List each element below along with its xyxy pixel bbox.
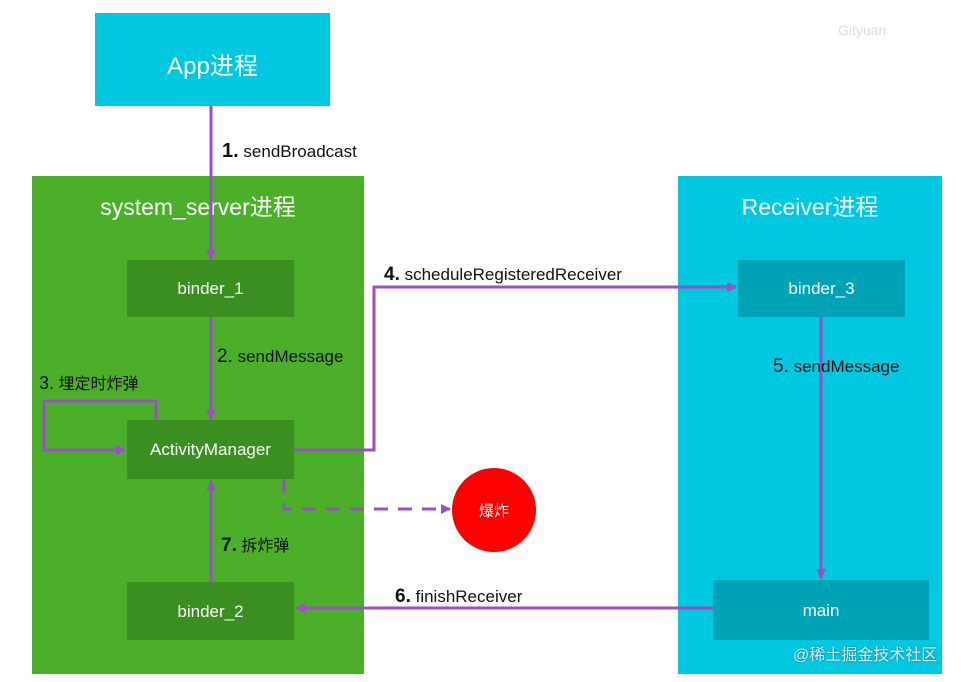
receiver-process-label: Receiver进程	[741, 194, 879, 220]
step-4-number: 4.	[384, 264, 400, 285]
main-box	[713, 580, 929, 640]
binder-3-box	[738, 260, 905, 317]
explosion-circle	[452, 468, 536, 552]
binder-2-box	[127, 582, 294, 640]
step-5-label: 5. sendMessage	[773, 356, 899, 378]
app-process-box	[95, 13, 330, 106]
system-server-process-label: system_server进程	[100, 194, 296, 220]
step-2-text: sendMessage	[237, 347, 344, 366]
step-3-number: 3.	[39, 373, 55, 393]
arrow-set-timer-bomb	[42, 399, 158, 455]
step-2-number: 2.	[217, 346, 233, 367]
watermark-juejin: @稀土掘金技术社区	[793, 647, 938, 664]
step-6-number: 6.	[395, 586, 411, 607]
step-6-text: finishReceiver	[415, 587, 523, 606]
explosion-label: 爆炸	[478, 503, 509, 520]
main-label: main	[802, 601, 840, 620]
binder-2-label: binder_2	[177, 602, 244, 621]
step-2-label: 2. sendMessage	[217, 346, 343, 368]
binder-3-label: binder_3	[788, 279, 855, 298]
step-3-text: 埋定时炸弹	[58, 376, 139, 393]
binder-1-label: binder_1	[177, 279, 244, 298]
step-7-number: 7.	[221, 535, 237, 556]
step-3-label: 3. 埋定时炸弹	[39, 370, 138, 394]
step-1-text: sendBroadcast	[243, 142, 357, 161]
binder-1-box	[127, 260, 294, 317]
arrow-schedule-registered-receiver	[294, 282, 737, 452]
step-5-text: sendMessage	[793, 357, 900, 376]
app-process-label: App进程	[167, 53, 258, 80]
step-5-number: 5.	[773, 356, 789, 377]
step-6-label: 6. finishReceiver	[395, 586, 522, 608]
step-1-number: 1.	[222, 140, 239, 162]
step-1-label: 1. sendBroadcast	[222, 140, 357, 163]
step-7-text: 拆炸弹	[241, 538, 290, 555]
arrow-explosion-dashed	[282, 479, 451, 514]
step-4-text: scheduleRegisteredReceiver	[404, 265, 622, 284]
activity-manager-box	[127, 420, 294, 479]
step-7-label: 7. 拆炸弹	[221, 532, 289, 557]
step-4-label: 4. scheduleRegisteredReceiver	[384, 264, 622, 286]
watermark-gityuan: Gityuan	[838, 22, 887, 38]
activity-manager-label: ActivityManager	[150, 440, 271, 459]
